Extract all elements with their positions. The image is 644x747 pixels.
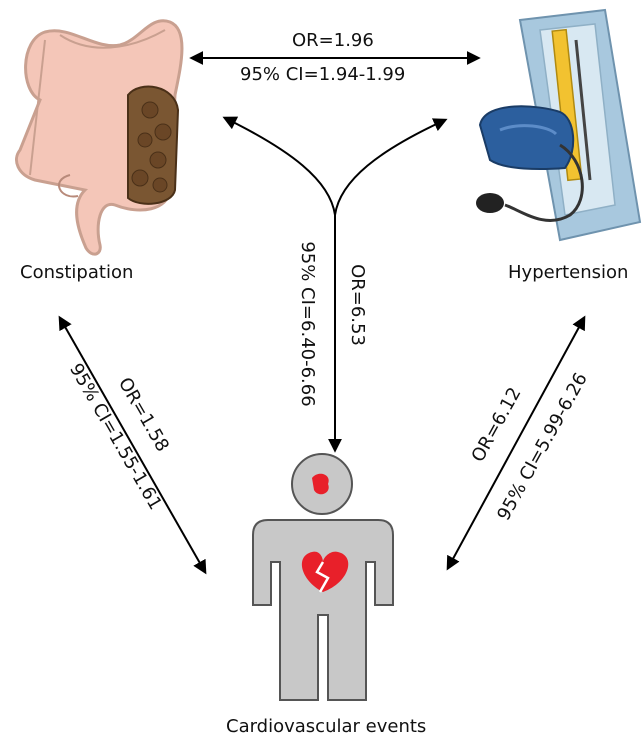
edge-top-ci: 95% CI=1.94-1.99: [240, 64, 406, 85]
arrow-constipation-cardiovascular: [58, 315, 207, 575]
node-label-cardiovascular: Cardiovascular events: [226, 716, 427, 737]
arrow-hypertension-cardiovascular: [446, 315, 586, 571]
edge-center-or: OR=6.53: [347, 264, 368, 346]
colon-icon: [15, 19, 184, 256]
node-label-hypertension: Hypertension: [508, 262, 629, 283]
person-heart-icon: [252, 453, 394, 701]
edge-top-or: OR=1.96: [292, 30, 374, 51]
blood-pressure-monitor-icon: [476, 8, 642, 242]
node-label-constipation: Constipation: [20, 262, 134, 283]
arrow-branch-to-cardiovascular: [222, 116, 448, 453]
edge-center-ci: 95% CI=6.40-6.66: [297, 241, 318, 407]
